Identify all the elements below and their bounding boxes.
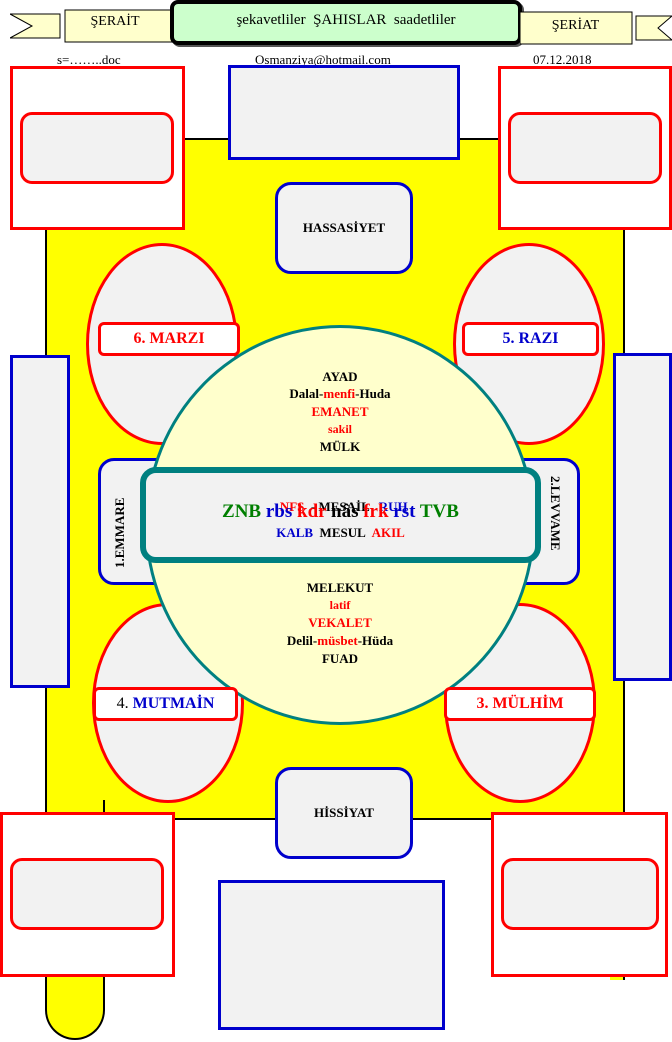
central-row-1: NFS - MESAİL RUH (140, 483, 541, 515)
right-banner (520, 11, 672, 45)
hassasiyet-label: HASSASİYET (302, 220, 386, 235)
hissiyat-label: HİSSİYAT (314, 805, 374, 820)
razi-name: RAZI (518, 330, 559, 347)
email: Osmanziya@hotmail.com (255, 52, 391, 67)
file-name: s=……..doc (57, 52, 121, 67)
mutmain-name: MUTMAİN (132, 695, 215, 712)
melekut: MELEKUT (306, 580, 374, 595)
corner-inner-top-right (508, 112, 662, 184)
corner-inner-bottom-right (501, 858, 659, 930)
huda-2: -Hüda (357, 633, 394, 648)
akil: AKIL (371, 525, 405, 540)
hassasiyet-box: HASSASİYET (275, 182, 413, 274)
top-panel (228, 65, 460, 160)
label-razi: 5. RAZI (462, 322, 599, 356)
left-side-panel (10, 355, 70, 688)
tvb: TVB (419, 501, 459, 522)
right-banner-label: ŞERİAT (551, 18, 600, 33)
dalal-line: Dalal-menfi-Huda (190, 385, 490, 402)
date: 07.12.2018 (533, 52, 592, 67)
musbet: müsbet (317, 633, 358, 648)
bottom-panel (218, 880, 445, 1030)
circle-bottom-text: MELEKUT latif VEKALET Delil-müsbet-Hüda … (190, 579, 490, 671)
ayad: AYAD (322, 369, 358, 384)
label-marzi: 6. MARZI (98, 322, 240, 356)
latif: latif (329, 598, 351, 612)
emanet: EMANET (311, 404, 369, 419)
hissiyat-box: HİSSİYAT (275, 767, 413, 859)
label-mulhim: 3. MÜLHİM (444, 687, 596, 721)
corner-inner-bottom-left (10, 858, 164, 930)
frk: frk (363, 501, 389, 522)
delil-line: Delil-müsbet-Hüda (190, 632, 490, 649)
huda: -Huda (355, 386, 391, 401)
nas: nâs (331, 501, 359, 522)
vekalet: VEKALET (308, 615, 372, 630)
corner-inner-top-left (20, 112, 174, 184)
label-mutmain: 4. MUTMAİN (93, 687, 238, 721)
mulk: MÜLK (319, 439, 361, 454)
dalal: Dalal- (289, 386, 324, 401)
marzi-name: MARZI (149, 330, 205, 347)
central-panel (140, 467, 541, 563)
ruh: RUH (378, 499, 408, 514)
znb: ZNB (222, 501, 262, 522)
kdr: kdr (297, 501, 327, 522)
marzi-num: 6. (133, 330, 150, 347)
central-row-2: ZNB rbs kdr nâs frk rst TVB (140, 501, 541, 523)
left-banner (10, 9, 185, 43)
mulhim-num: 3. (476, 695, 493, 712)
rbs: rbs (265, 501, 293, 522)
central-row-3: KALB MESUL AKIL (140, 525, 541, 541)
menfi: menfi (323, 386, 356, 401)
delil: Delil- (286, 633, 318, 648)
nfs: NFS (279, 499, 305, 514)
levvame-label: 2.LEVVAME (548, 476, 563, 551)
sakil: sakil (327, 422, 352, 436)
fuad: FUAD (321, 651, 359, 666)
mulhim-name: MÜLHİM (492, 695, 564, 712)
rst: rst (393, 501, 416, 522)
emmare-label: 1.EMMARE (112, 497, 127, 568)
right-side-panel (613, 353, 672, 681)
mesul: MESUL (319, 525, 366, 540)
kalb: KALB (276, 525, 314, 540)
mutmain-num: 4. (116, 695, 133, 712)
razi-num: 5. (502, 330, 519, 347)
mesail: - MESAİL (304, 499, 370, 514)
left-banner-label: ŞERAİT (90, 14, 140, 29)
circle-top-text: AYAD Dalal-menfi-Huda EMANET sakil MÜLK (190, 368, 490, 458)
page-title: şekavetliler ŞAHISLAR saadetliler (236, 12, 456, 28)
